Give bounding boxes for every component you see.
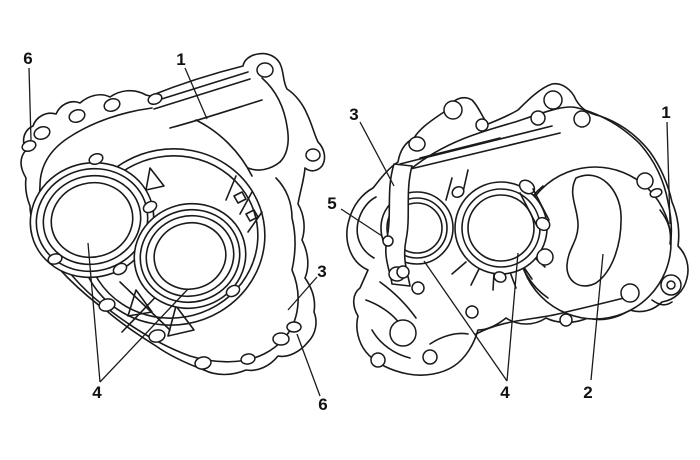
callout-label-left-6-bottom: 6: [318, 395, 327, 414]
callout-label-left-4: 4: [92, 383, 102, 402]
leader-line-left-4: [99, 288, 189, 383]
leader-line-left-6-top: [28, 67, 32, 141]
callout-label-right-4: 4: [500, 383, 510, 402]
left-case-half-view: [20, 52, 326, 376]
left-bore-rim-tabs: [88, 152, 241, 298]
leader-line-left-4: [87, 242, 101, 383]
right-view-bore-rear: [454, 181, 548, 275]
leader-line-right-3: [359, 121, 395, 187]
leader-line-right-2: [590, 253, 604, 381]
right-wedge-rib: [399, 125, 561, 172]
right-bore-rim-tabs: [451, 185, 507, 283]
leader-line-left-1: [184, 67, 208, 120]
case-opening-kidney: [566, 174, 622, 287]
leader-line-right-4: [506, 252, 519, 382]
left-bolt-holes: [21, 62, 321, 370]
oil-passage-hole: [382, 235, 394, 247]
leader-line-left-6-bottom: [296, 333, 321, 397]
left-view-bore-rear: [133, 202, 247, 310]
right-top-lug-holes: [443, 90, 591, 132]
right-bottom-band-line: [475, 295, 633, 335]
left-extension-housing: [151, 71, 289, 177]
detent-stud: [518, 179, 554, 266]
callout-label-right-5: 5: [327, 194, 336, 213]
leader-line-right-1: [666, 121, 671, 225]
callout-label-left-6-top: 6: [23, 49, 32, 68]
right-left-flange-strip: [356, 136, 426, 287]
callout-label-right-3: 3: [349, 105, 358, 124]
callout-label-right-1: 1: [661, 103, 670, 122]
leader-line-right-5: [340, 208, 383, 237]
right-gasket-inner-line: [411, 106, 673, 249]
callout-label-right-2: 2: [583, 383, 592, 402]
right-edge-lugs: [559, 172, 682, 327]
callout-annotations: 6 1 3 6 4 3 5 1 4 2: [23, 49, 670, 414]
left-gasket-inner-line: [38, 107, 299, 363]
leader-line-right-4: [423, 260, 508, 382]
mounting-bracket: [365, 265, 479, 368]
callout-label-left-1: 1: [176, 50, 185, 69]
callout-label-left-3: 3: [317, 262, 326, 281]
right-case-half-view: [346, 82, 689, 376]
leader-line-left-3: [287, 276, 318, 311]
